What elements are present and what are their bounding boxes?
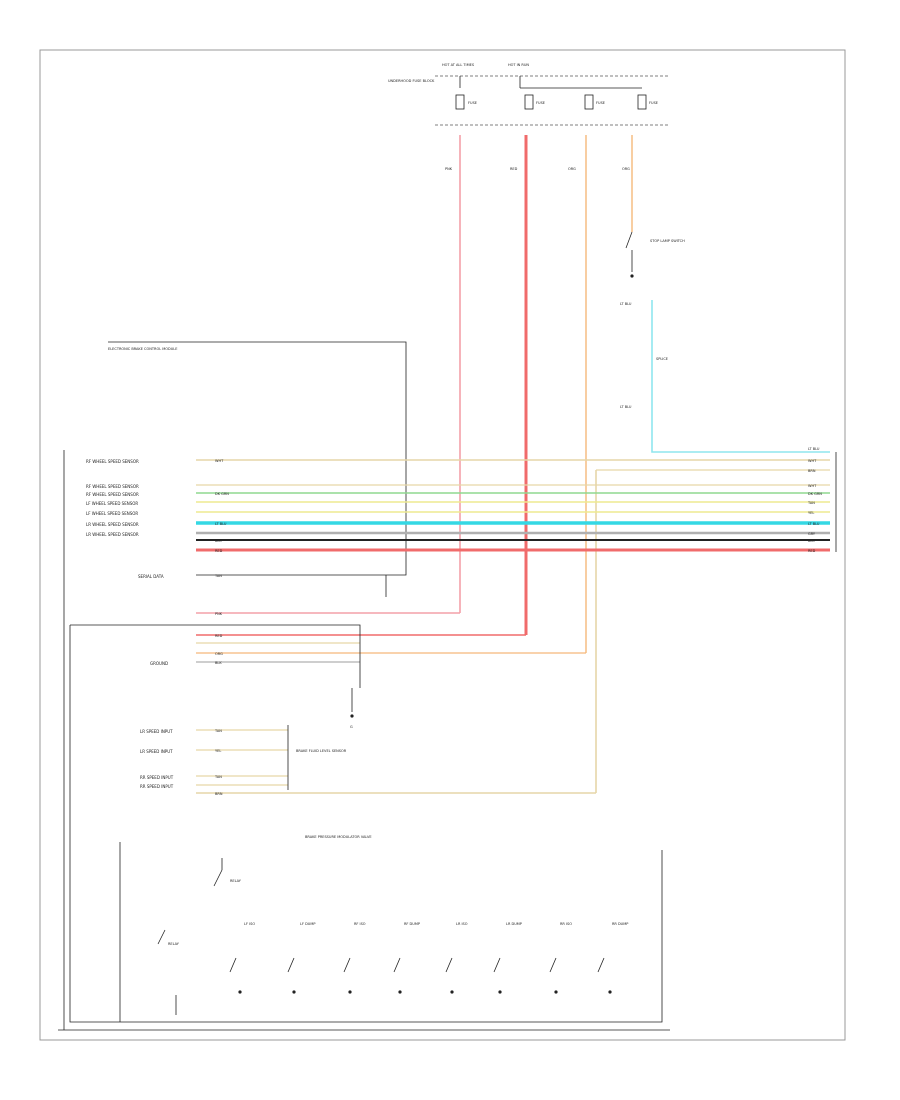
svg-text:LT BLU: LT BLU — [808, 522, 820, 526]
fuse-2-label: FUSE — [536, 101, 545, 105]
module-block: ELECTRONIC BRAKE CONTROL MODULE — [58, 341, 670, 1031]
svg-text:PNK: PNK — [445, 167, 453, 171]
module-pin-labels: RF WHEEL SPEED SENSOR RF WHEEL SPEED SEN… — [86, 459, 174, 789]
svg-text:RF WHEEL SPEED SENSOR: RF WHEEL SPEED SENSOR — [86, 484, 139, 489]
svg-text:RELAY: RELAY — [168, 942, 180, 946]
svg-text:BRN: BRN — [808, 469, 816, 473]
svg-text:ORG: ORG — [622, 167, 630, 171]
svg-text:LR DUMP: LR DUMP — [506, 922, 522, 926]
svg-text:RELAY: RELAY — [230, 879, 242, 883]
svg-text:RED: RED — [215, 549, 223, 553]
svg-text:TAN: TAN — [214, 574, 222, 578]
brake-fluid-sensor-label: BRAKE FLUID LEVEL SENSOR — [296, 749, 347, 753]
stop-lamp-switch-label: STOP LAMP SWITCH — [650, 239, 685, 243]
svg-text:LT BLU: LT BLU — [620, 405, 632, 409]
svg-text:WHT: WHT — [808, 484, 817, 488]
svg-text:LR WHEEL SPEED SENSOR: LR WHEEL SPEED SENSOR — [86, 522, 139, 527]
svg-text:LR SPEED INPUT: LR SPEED INPUT — [140, 749, 173, 754]
svg-text:PNK: PNK — [215, 612, 223, 616]
svg-text:LF DUMP: LF DUMP — [300, 922, 315, 926]
svg-text:RR SPEED INPUT: RR SPEED INPUT — [140, 775, 174, 780]
svg-text:DK GRN: DK GRN — [215, 492, 229, 496]
fuse-block-label: UNDERHOOD FUSE BLOCK — [388, 79, 435, 83]
svg-text:BLK: BLK — [808, 539, 815, 543]
svg-text:RR ISO: RR ISO — [560, 922, 572, 926]
svg-text:RED: RED — [808, 549, 816, 553]
svg-text:GRY: GRY — [808, 532, 816, 536]
svg-text:RR DUMP: RR DUMP — [612, 922, 628, 926]
svg-text:ORG: ORG — [568, 167, 576, 171]
harness-wires — [196, 459, 830, 794]
svg-text:YEL: YEL — [215, 749, 221, 753]
svg-text:GROUND: GROUND — [150, 661, 168, 666]
svg-text:LR ISO: LR ISO — [456, 922, 468, 926]
svg-text:SERIAL DATA: SERIAL DATA — [138, 574, 164, 579]
svg-text:RED: RED — [215, 634, 223, 638]
svg-text:LT BLU: LT BLU — [620, 302, 632, 306]
svg-text:RF DUMP: RF DUMP — [404, 922, 420, 926]
module-label: ELECTRONIC BRAKE CONTROL MODULE — [108, 347, 177, 351]
svg-text:ORG: ORG — [215, 652, 223, 656]
ground-splice: G — [70, 624, 361, 729]
svg-text:LT BLU: LT BLU — [808, 447, 820, 451]
fuse-1-label: FUSE — [468, 101, 477, 105]
svg-text:TAN: TAN — [214, 729, 222, 733]
svg-text:BLK: BLK — [215, 661, 222, 665]
svg-text:LR SPEED INPUT: LR SPEED INPUT — [140, 729, 173, 734]
fuse-block: UNDERHOOD FUSE BLOCK HOT AT ALL TIMES HO… — [388, 63, 668, 126]
diagram-frame — [39, 49, 846, 1041]
svg-text:WHT: WHT — [808, 459, 817, 463]
svg-text:DK GRN: DK GRN — [808, 492, 822, 496]
hot-in-run-label: HOT IN RUN — [508, 63, 529, 67]
svg-text:TAN: TAN — [214, 775, 222, 779]
fuse-4-label: FUSE — [649, 101, 658, 105]
svg-text:TAN: TAN — [807, 501, 815, 505]
svg-text:BRN: BRN — [215, 792, 223, 796]
svg-text:LF WHEEL SPEED SENSOR: LF WHEEL SPEED SENSOR — [86, 501, 138, 506]
splice-label: SPLICE — [656, 357, 668, 361]
svg-text:RED: RED — [510, 167, 518, 171]
fluid-sensor-connector — [196, 725, 289, 790]
solenoid-row: RELAY RELAY LF ISO LF DUMP RF ISO RF DUM… — [119, 842, 628, 1022]
svg-text:LF WHEEL SPEED SENSOR: LF WHEEL SPEED SENSOR — [86, 511, 138, 516]
svg-text:WHT: WHT — [215, 459, 224, 463]
wire-color-tags: PNK RED ORG ORG LT BLU LT BLU LT BLU WHT… — [214, 167, 822, 796]
fuse-3-label: FUSE — [596, 101, 605, 105]
hot-at-all-times-label: HOT AT ALL TIMES — [442, 63, 475, 67]
svg-text:LR WHEEL SPEED SENSOR: LR WHEEL SPEED SENSOR — [86, 532, 139, 537]
svg-text:RF WHEEL SPEED SENSOR: RF WHEEL SPEED SENSOR — [86, 459, 139, 464]
stop-lamp-switch: STOP LAMP SWITCH SPLICE — [625, 135, 830, 453]
ground-label: G — [350, 725, 353, 729]
svg-text:LF ISO: LF ISO — [244, 922, 255, 926]
svg-text:YEL: YEL — [808, 511, 814, 515]
svg-text:RF ISO: RF ISO — [354, 922, 366, 926]
svg-text:LT BLU: LT BLU — [215, 522, 227, 526]
pressure-modulator-label: BRAKE PRESSURE MODULATOR VALVE — [305, 835, 372, 839]
svg-text:RF WHEEL SPEED SENSOR: RF WHEEL SPEED SENSOR — [86, 492, 139, 497]
svg-text:RR SPEED INPUT: RR SPEED INPUT — [140, 784, 174, 789]
svg-text:BLK: BLK — [215, 539, 222, 543]
